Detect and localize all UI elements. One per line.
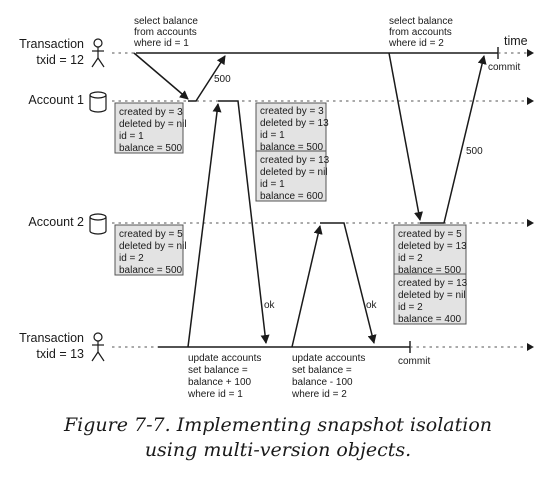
account1-label: Account 1: [28, 93, 84, 107]
svg-text:deleted by = nil: deleted by = nil: [398, 290, 466, 301]
svg-text:deleted by = nil: deleted by = nil: [119, 119, 187, 130]
row-version-acc2-old: created by = 5 deleted by = 13 id = 2 ba…: [393, 224, 467, 276]
figure-caption-line1: Figure 7-7. Implementing snapshot isolat…: [63, 414, 492, 436]
database-icon: [89, 91, 107, 113]
svg-text:where id = 1: where id = 1: [133, 38, 189, 49]
svg-text:select balance: select balance: [134, 16, 198, 27]
person-icon: [91, 38, 105, 68]
person-icon: [91, 332, 105, 362]
update-ack-arrow-2: [320, 222, 377, 344]
svg-text:deleted by = nil: deleted by = nil: [260, 167, 328, 178]
svg-text:set balance =: set balance =: [292, 365, 352, 376]
tx13-commit-label: commit: [398, 356, 430, 367]
svg-text:balance = 500: balance = 500: [119, 143, 183, 154]
svg-text:id = 2: id = 2: [119, 253, 144, 264]
update-request-arrow-1: [187, 103, 222, 348]
response-ok-1: ok: [264, 300, 276, 311]
svg-text:deleted by = 13: deleted by = 13: [260, 118, 329, 129]
response-ok-2: ok: [366, 300, 378, 311]
svg-text:balance - 100: balance - 100: [292, 377, 353, 388]
svg-text:balance = 400: balance = 400: [398, 314, 462, 325]
read-response-arrow-2: [420, 55, 487, 224]
svg-text:update accounts: update accounts: [292, 353, 365, 364]
svg-text:created by = 3: created by = 3: [119, 107, 183, 118]
tx12-label-line2: txid = 12: [36, 53, 84, 67]
read-request-arrow-1: [133, 52, 189, 100]
row-version-acc2-original: created by = 5 deleted by = nil id = 2 b…: [114, 224, 187, 276]
query-update-id2: update accounts set balance = balance - …: [291, 353, 365, 400]
svg-text:select balance: select balance: [389, 16, 453, 27]
query-update-id1: update accounts set balance = balance + …: [187, 353, 261, 400]
tx13-label-line2: txid = 13: [36, 347, 84, 361]
svg-text:id = 2: id = 2: [398, 253, 423, 264]
svg-text:created by = 5: created by = 5: [119, 229, 183, 240]
response-500-a: 500: [214, 74, 231, 85]
read-response-arrow-1: [188, 55, 226, 102]
svg-text:where id = 1: where id = 1: [187, 389, 243, 400]
query-select-id2: select balance from accounts where id = …: [388, 16, 453, 49]
database-icon: [89, 213, 107, 235]
svg-text:deleted by = nil: deleted by = nil: [119, 241, 187, 252]
query-select-id1: select balance from accounts where id = …: [133, 16, 198, 49]
account2-label: Account 2: [28, 215, 84, 229]
svg-text:created by = 3: created by = 3: [260, 106, 324, 117]
read-request-arrow-2: [388, 52, 423, 221]
svg-text:created by = 13: created by = 13: [260, 155, 330, 166]
svg-text:balance = 600: balance = 600: [260, 191, 324, 202]
tx13-arrowhead: [527, 343, 534, 351]
account2-arrowhead: [527, 219, 534, 227]
svg-text:balance = 500: balance = 500: [398, 265, 462, 276]
svg-text:where id = 2: where id = 2: [388, 38, 444, 49]
figure-caption-line2: using multi-version objects.: [145, 439, 411, 461]
account1-arrowhead: [527, 97, 534, 105]
row-version-acc1-old: created by = 3 deleted by = 13 id = 1 ba…: [255, 102, 329, 153]
time-label: time: [504, 34, 528, 48]
time-arrowhead: [527, 49, 534, 57]
response-500-b: 500: [466, 146, 483, 157]
svg-text:from accounts: from accounts: [389, 27, 452, 38]
svg-text:balance = 500: balance = 500: [260, 142, 324, 153]
update-ack-arrow-1: [218, 100, 270, 344]
row-version-acc2-new: created by = 13 deleted by = nil id = 2 …: [393, 273, 468, 325]
svg-text:id = 1: id = 1: [260, 179, 285, 190]
svg-text:id = 1: id = 1: [260, 130, 285, 141]
svg-text:update accounts: update accounts: [188, 353, 261, 364]
svg-text:from accounts: from accounts: [134, 27, 197, 38]
svg-text:id = 1: id = 1: [119, 131, 144, 142]
svg-text:set balance =: set balance =: [188, 365, 248, 376]
svg-text:balance + 100: balance + 100: [188, 377, 252, 388]
svg-text:id = 2: id = 2: [398, 302, 423, 313]
svg-text:deleted by = 13: deleted by = 13: [398, 241, 467, 252]
svg-text:balance = 500: balance = 500: [119, 265, 183, 276]
row-version-acc1-new: created by = 13 deleted by = nil id = 1 …: [255, 150, 330, 202]
svg-text:where id = 2: where id = 2: [291, 389, 347, 400]
svg-text:created by = 5: created by = 5: [398, 229, 462, 240]
tx13-label-line1: Transaction: [19, 331, 84, 345]
svg-text:created by = 13: created by = 13: [398, 278, 468, 289]
tx12-commit-label: commit: [488, 62, 520, 73]
row-version-acc1-original: created by = 3 deleted by = nil id = 1 b…: [114, 102, 187, 154]
update-request-arrow-2: [291, 225, 323, 348]
tx12-label-line1: Transaction: [19, 37, 84, 51]
